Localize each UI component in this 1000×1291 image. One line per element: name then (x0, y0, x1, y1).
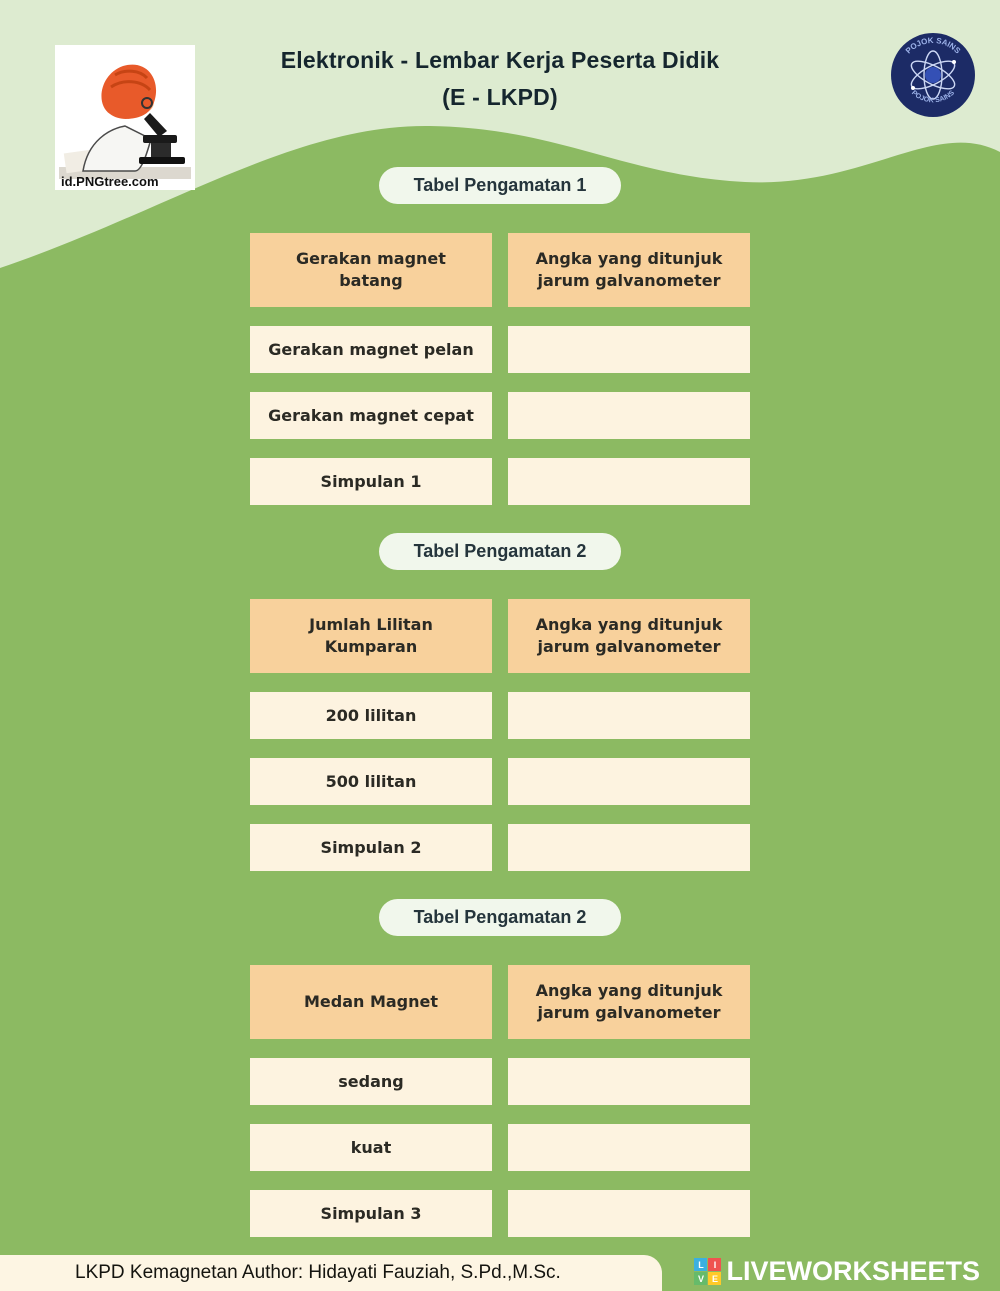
scarf-stripe (110, 80, 152, 92)
scientist-illustration: id.PNGtree.com (55, 45, 195, 190)
table-row: kuat (250, 1124, 750, 1171)
scientist-image: id.PNGtree.com (55, 45, 195, 190)
logo-square-v: V (694, 1272, 708, 1285)
microscope-base (139, 157, 185, 164)
table-3-header-right: Angka yang ditunjuk jarum galvanometer (508, 965, 750, 1039)
atom-orbit-icon (910, 60, 956, 90)
row-label: sedang (250, 1058, 492, 1105)
logo-square-l: L (694, 1258, 708, 1271)
liveworksheets-wordmark: LIVEWORKSHEETS (726, 1256, 980, 1286)
logo-square-i: I (708, 1258, 722, 1271)
table-row: Gerakan magnet pelan (250, 326, 750, 373)
table-row: 500 lilitan (250, 758, 750, 805)
answer-input[interactable] (508, 692, 750, 739)
table-row: Gerakan magnet cepat (250, 392, 750, 439)
table-2-caption-text: Tabel Pengamatan 2 (413, 541, 587, 561)
table-3-caption-text: Tabel Pengamatan 2 (413, 907, 587, 927)
table-header-row: Jumlah Lilitan Kumparan Angka yang ditun… (250, 599, 750, 673)
row-label: Gerakan magnet cepat (250, 392, 492, 439)
table-2-header-right: Angka yang ditunjuk jarum galvanometer (508, 599, 750, 673)
liveworksheets-grid-icon: L I V E (694, 1258, 722, 1285)
footer-credit-bar: LKPD Kemagnetan Author: Hidayati Fauziah… (0, 1255, 662, 1291)
table-1-caption-text: Tabel Pengamatan 1 (413, 175, 587, 195)
observation-table-3: Medan Magnet Angka yang ditunjuk jarum g… (250, 965, 750, 1237)
microscope-body (151, 143, 171, 157)
science-club-badge: POJOK SAINS POJOK SAINS (891, 33, 975, 117)
table-row: Simpulan 1 (250, 458, 750, 505)
electron-dot (911, 86, 915, 90)
observation-table-2: Jumlah Lilitan Kumparan Angka yang ditun… (250, 599, 750, 871)
row-label: Simpulan 1 (250, 458, 492, 505)
table-row: Simpulan 3 (250, 1190, 750, 1237)
answer-input[interactable] (508, 1190, 750, 1237)
page-title: Elektronik - Lembar Kerja Peserta Didik … (0, 42, 1000, 116)
row-label: Gerakan magnet pelan (250, 326, 492, 373)
scarf-stripe (114, 69, 149, 80)
answer-input[interactable] (508, 458, 750, 505)
table-header-row: Gerakan magnet batang Angka yang ditunju… (250, 233, 750, 307)
table-1-caption: Tabel Pengamatan 1 (379, 167, 621, 204)
table-1-header-left: Gerakan magnet batang (250, 233, 492, 307)
answer-input[interactable] (508, 392, 750, 439)
badge-core (925, 67, 941, 83)
table-row: 200 lilitan (250, 692, 750, 739)
table-1-header-right: Angka yang ditunjuk jarum galvanometer (508, 233, 750, 307)
answer-input[interactable] (508, 1058, 750, 1105)
logo-square-e: E (708, 1272, 722, 1285)
row-label: 200 lilitan (250, 692, 492, 739)
table-row: Simpulan 2 (250, 824, 750, 871)
row-label: kuat (250, 1124, 492, 1171)
table-3-caption: Tabel Pengamatan 2 (379, 899, 621, 936)
row-label: 500 lilitan (250, 758, 492, 805)
liveworksheets-logo[interactable]: L I V E LIVEWORKSHEETS (694, 1255, 980, 1288)
table-2-caption: Tabel Pengamatan 2 (379, 533, 621, 570)
observation-table-1: Gerakan magnet batang Angka yang ditunju… (250, 233, 750, 505)
table-row: sedang (250, 1058, 750, 1105)
table-header-row: Medan Magnet Angka yang ditunjuk jarum g… (250, 965, 750, 1039)
answer-input[interactable] (508, 1124, 750, 1171)
answer-input[interactable] (508, 758, 750, 805)
page-title-line2: (E - LKPD) (442, 83, 558, 110)
row-label: Simpulan 2 (250, 824, 492, 871)
answer-input[interactable] (508, 824, 750, 871)
microscope-stage (143, 135, 177, 143)
table-2-header-left: Jumlah Lilitan Kumparan (250, 599, 492, 673)
microscope-arm (144, 113, 167, 137)
glasses (141, 97, 153, 109)
page-title-line1: Elektronik - Lembar Kerja Peserta Didik (280, 47, 720, 73)
footer-credit-text: LKPD Kemagnetan Author: Hidayati Fauziah… (75, 1262, 561, 1283)
row-label: Simpulan 3 (250, 1190, 492, 1237)
worksheet-content: Tabel Pengamatan 1 Gerakan magnet batang… (0, 167, 1000, 1265)
watermark-text: id.PNGtree.com (61, 174, 159, 189)
answer-input[interactable] (508, 326, 750, 373)
table-3-header-left: Medan Magnet (250, 965, 492, 1039)
lab-coat (82, 125, 152, 172)
atom-orbit-icon (923, 50, 943, 100)
electron-dot (952, 60, 956, 64)
